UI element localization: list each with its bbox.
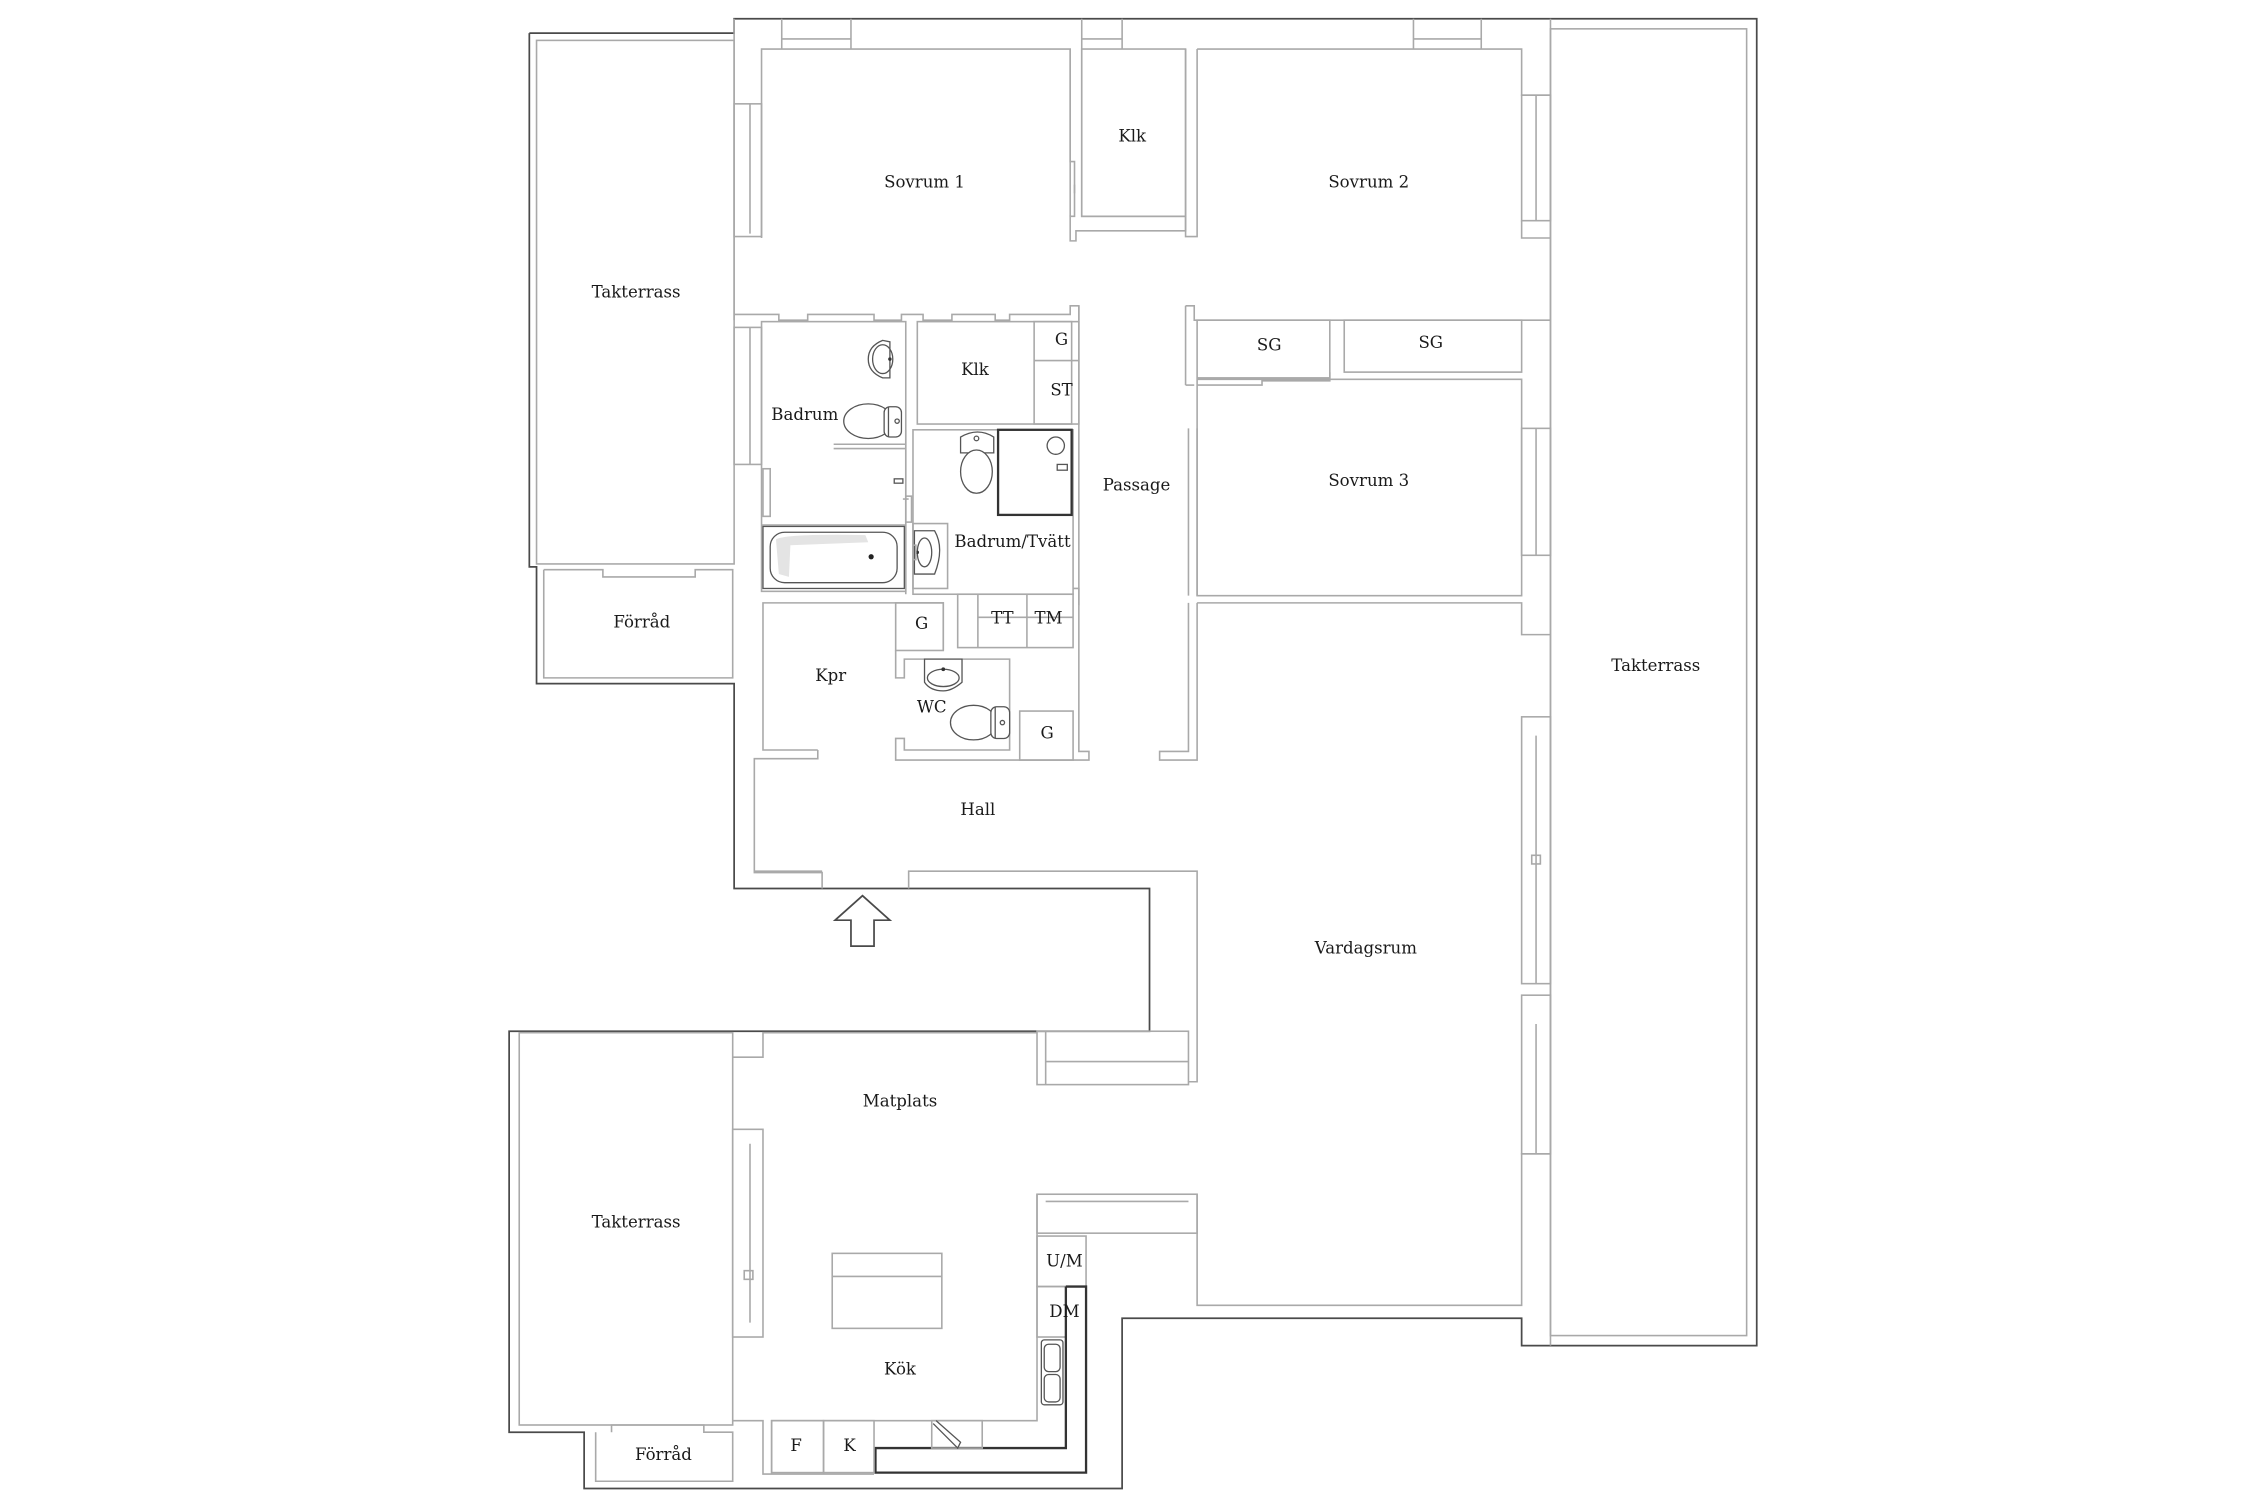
bedroom-block-top (1069, 18, 1552, 1346)
kitchen-dining (731, 1031, 1088, 1475)
label-sg-1: SG (1257, 336, 1282, 355)
bath-block (734, 304, 1080, 606)
label-g-kpr: G (915, 614, 928, 633)
label-g-wc: G (1040, 724, 1053, 743)
entrance-arrow-icon (832, 894, 893, 948)
living-room (754, 716, 1552, 1307)
label-forrad-top: Förråd (613, 613, 670, 632)
label-sovrum-3: Sovrum 3 (1328, 471, 1409, 490)
label-hall: Hall (960, 800, 995, 819)
top-walls (733, 18, 1483, 466)
label-k: K (843, 1436, 856, 1455)
label-sovrum-1: Sovrum 1 (884, 173, 965, 192)
label-klk-mid: Klk (961, 360, 990, 379)
label-kpr: Kpr (815, 666, 846, 685)
room-labels: Sovrum 1 Klk Sovrum 2 Takterrass Förråd … (592, 127, 1701, 1464)
takterrass-right (1549, 28, 1748, 1337)
label-passage: Passage (1103, 476, 1171, 495)
label-takterrass-right: Takterrass (1611, 656, 1700, 675)
takterrass-left-bottom (518, 1031, 734, 1483)
label-klk-top: Klk (1118, 127, 1147, 146)
label-matplats: Matplats (863, 1091, 938, 1110)
label-sovrum-2: Sovrum 2 (1328, 173, 1409, 192)
label-kok: Kök (884, 1360, 917, 1379)
label-dm: DM (1049, 1302, 1079, 1321)
label-um: U/M (1046, 1252, 1083, 1271)
label-takterrass-left-bottom: Takterrass (592, 1213, 681, 1232)
outer-walls (508, 17, 1758, 1490)
label-g-top: G (1055, 330, 1068, 349)
label-f: F (790, 1436, 802, 1455)
label-tt: TT (991, 608, 1013, 627)
label-tm: TM (1035, 608, 1063, 627)
label-badrum: Badrum (771, 405, 838, 424)
utility-block (753, 587, 1090, 889)
passage-block (1158, 304, 1552, 761)
takterrass-left-top (535, 39, 735, 679)
label-wc: WC (917, 698, 947, 717)
label-forrad-bottom: Förråd (635, 1445, 692, 1464)
label-takterrass-left-top: Takterrass (592, 282, 681, 301)
label-badrum-tvatt: Badrum/Tvätt (954, 532, 1071, 551)
label-vardagsrum: Vardagsrum (1314, 939, 1417, 958)
label-st: ST (1050, 380, 1072, 399)
label-sg-2: SG (1418, 333, 1443, 352)
